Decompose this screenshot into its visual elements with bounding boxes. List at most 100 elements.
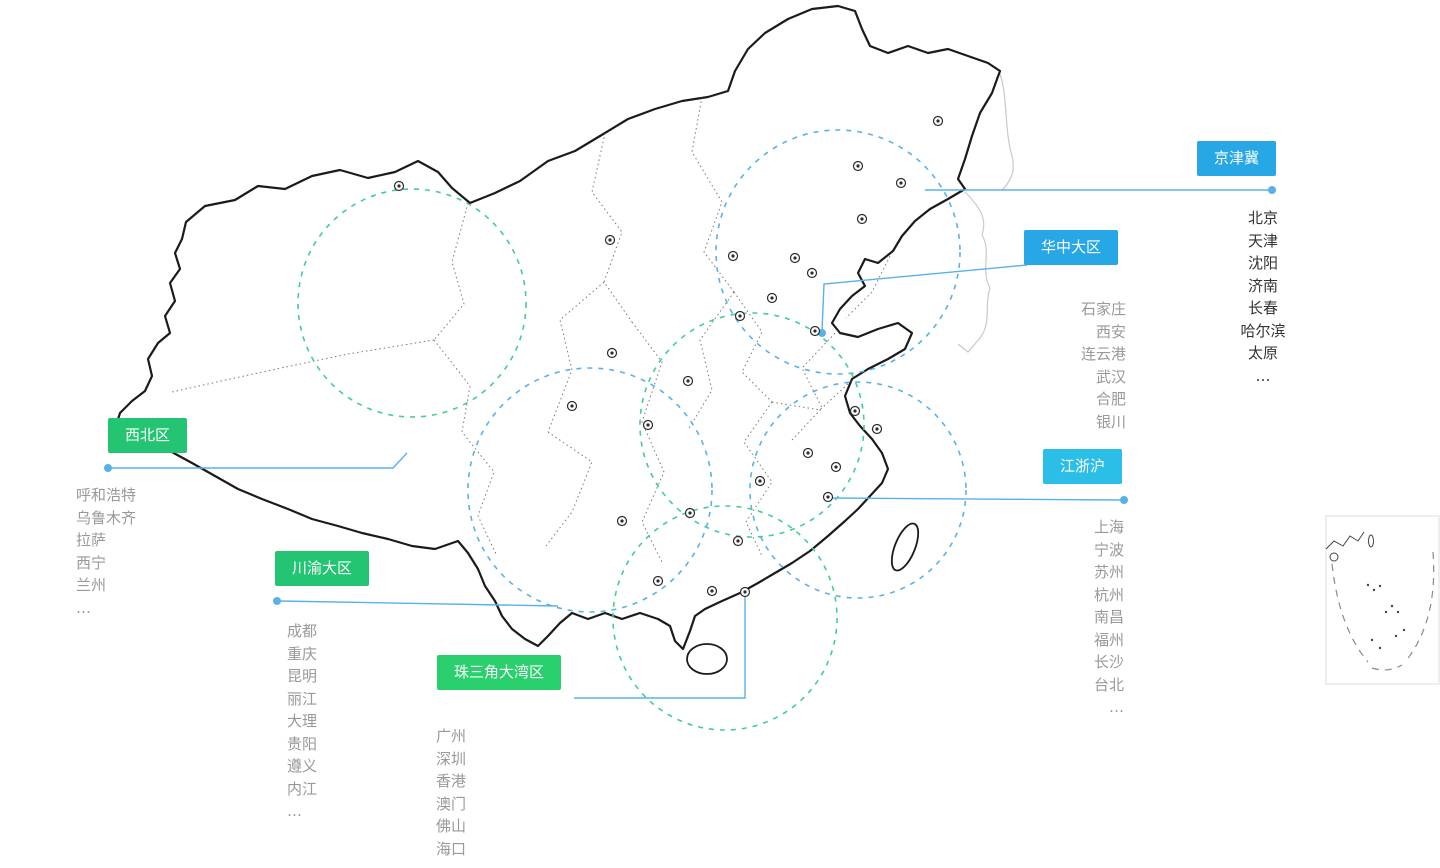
province-borders	[171, 96, 893, 563]
city-list-chuanyu: 成都重庆昆明丽江大理贵阳遵义内江…	[287, 620, 317, 823]
city-item: 丽江	[287, 689, 318, 708]
city-marker-icon	[852, 160, 864, 172]
city-markers	[393, 115, 944, 598]
city-item: 武汉	[1095, 367, 1126, 386]
taiwan-island	[890, 522, 920, 572]
connector-huazhong	[821, 264, 1028, 332]
city-marker-icon	[642, 419, 654, 431]
city-list-xibei: 呼和浩特乌鲁木齐拉萨西宁兰州 …	[76, 484, 136, 619]
city-item: 连云港	[1080, 345, 1126, 363]
city-item: 上海	[1093, 518, 1124, 536]
china-outline	[113, 4, 1002, 651]
city-item: …	[436, 860, 466, 868]
circle-south-china	[612, 505, 838, 731]
city-item: 银川	[1095, 412, 1126, 431]
city-item: 长春	[1247, 299, 1278, 317]
city-item: 兰州	[76, 576, 107, 594]
dot-xibei	[104, 464, 112, 472]
city-item: 西安	[1095, 322, 1126, 341]
city-item: 太原	[1247, 344, 1278, 362]
city-marker-icon	[682, 375, 694, 387]
city-item: 内江	[287, 779, 318, 798]
city-marker-icon	[766, 292, 778, 304]
city-item: 乌鲁木齐	[76, 508, 137, 527]
city-marker-icon	[604, 234, 616, 246]
city-item: 苏州	[1093, 563, 1124, 581]
neighbor-coastline	[957, 73, 1014, 353]
circle-north-china	[715, 129, 961, 375]
city-marker-icon	[616, 515, 628, 527]
connector-xibei	[110, 452, 408, 469]
dot-chuanyu	[273, 597, 281, 605]
city-item: 合肥	[1095, 390, 1126, 408]
circle-central	[639, 312, 865, 538]
region-badge-huazhong[interactable]: 华中大区	[1024, 230, 1119, 265]
region-badge-jiangzhehu[interactable]: 江浙沪	[1043, 449, 1123, 484]
city-marker-icon	[754, 475, 766, 487]
city-marker-icon	[606, 347, 618, 359]
city-item: 杭州	[1093, 585, 1124, 604]
connector-zhusanjiao	[574, 592, 746, 699]
city-item: 昆明	[287, 667, 318, 685]
city-item: 深圳	[436, 749, 467, 768]
city-list-zhusanjiao: 广州深圳香港澳门佛山海口…	[436, 725, 466, 868]
city-marker-icon	[830, 461, 842, 473]
city-item: 福州	[1093, 630, 1124, 649]
city-item: 长沙	[1093, 653, 1124, 671]
city-marker-icon	[849, 405, 861, 417]
city-item: …	[1109, 698, 1124, 716]
dot-jingjinji	[1268, 186, 1276, 194]
city-item: 大理	[287, 712, 318, 730]
city-item: 石家庄	[1080, 300, 1126, 318]
region-badge-xibei[interactable]: 西北区	[108, 418, 188, 453]
city-item: 南昌	[1093, 608, 1124, 626]
city-item: …	[287, 802, 302, 820]
city-item: 贵阳	[287, 734, 318, 753]
city-marker-icon	[566, 400, 578, 412]
city-item: 香港	[436, 772, 467, 790]
connectors	[110, 189, 1272, 699]
region-badge-zhusanjiao[interactable]: 珠三角大湾区	[437, 655, 562, 690]
city-marker-icon	[393, 180, 405, 192]
south-china-sea-inset	[1325, 515, 1440, 685]
connector-chuanyu	[278, 600, 559, 607]
region-circles	[297, 129, 967, 731]
city-list-jingjinji: 北京天津沈阳济南长春哈尔滨太原 …	[1188, 207, 1338, 387]
city-list-jiangzhehu: 上海宁波苏州杭州南昌福州长沙台北…	[974, 516, 1124, 719]
city-marker-icon	[932, 115, 944, 127]
city-item: 佛山	[436, 817, 467, 835]
city-item: 北京	[1247, 209, 1278, 227]
city-item: …	[1255, 366, 1271, 385]
city-item: …	[76, 598, 91, 617]
city-item: 澳门	[436, 794, 467, 813]
city-marker-icon	[809, 325, 821, 337]
city-item: 拉萨	[76, 531, 107, 549]
city-marker-icon	[856, 213, 868, 225]
city-marker-icon	[895, 177, 907, 189]
city-item: 海口	[436, 839, 467, 858]
city-marker-icon	[734, 310, 746, 322]
region-badge-jingjinji[interactable]: 京津冀	[1197, 141, 1277, 176]
city-item: 沈阳	[1247, 254, 1278, 272]
city-item: 西宁	[76, 553, 107, 572]
circle-northwest	[297, 188, 527, 418]
city-item: 重庆	[287, 644, 318, 663]
city-item: 呼和浩特	[76, 486, 137, 504]
city-marker-icon	[871, 423, 883, 435]
dot-jiangzhehu	[1120, 496, 1128, 504]
city-item: 宁波	[1093, 540, 1124, 559]
city-item: 济南	[1247, 276, 1278, 295]
city-item: 哈尔滨	[1240, 321, 1286, 340]
city-marker-icon	[822, 491, 834, 503]
connector-jiangzhehu	[827, 497, 1123, 501]
city-item: 成都	[287, 622, 318, 640]
city-marker-icon	[789, 252, 801, 264]
city-marker-icon	[652, 575, 664, 587]
hainan-island	[686, 643, 728, 675]
city-marker-icon	[727, 250, 739, 262]
region-badge-chuanyu[interactable]: 川渝大区	[275, 551, 370, 586]
city-item: 天津	[1247, 231, 1278, 250]
inset-islands	[1366, 583, 1406, 650]
